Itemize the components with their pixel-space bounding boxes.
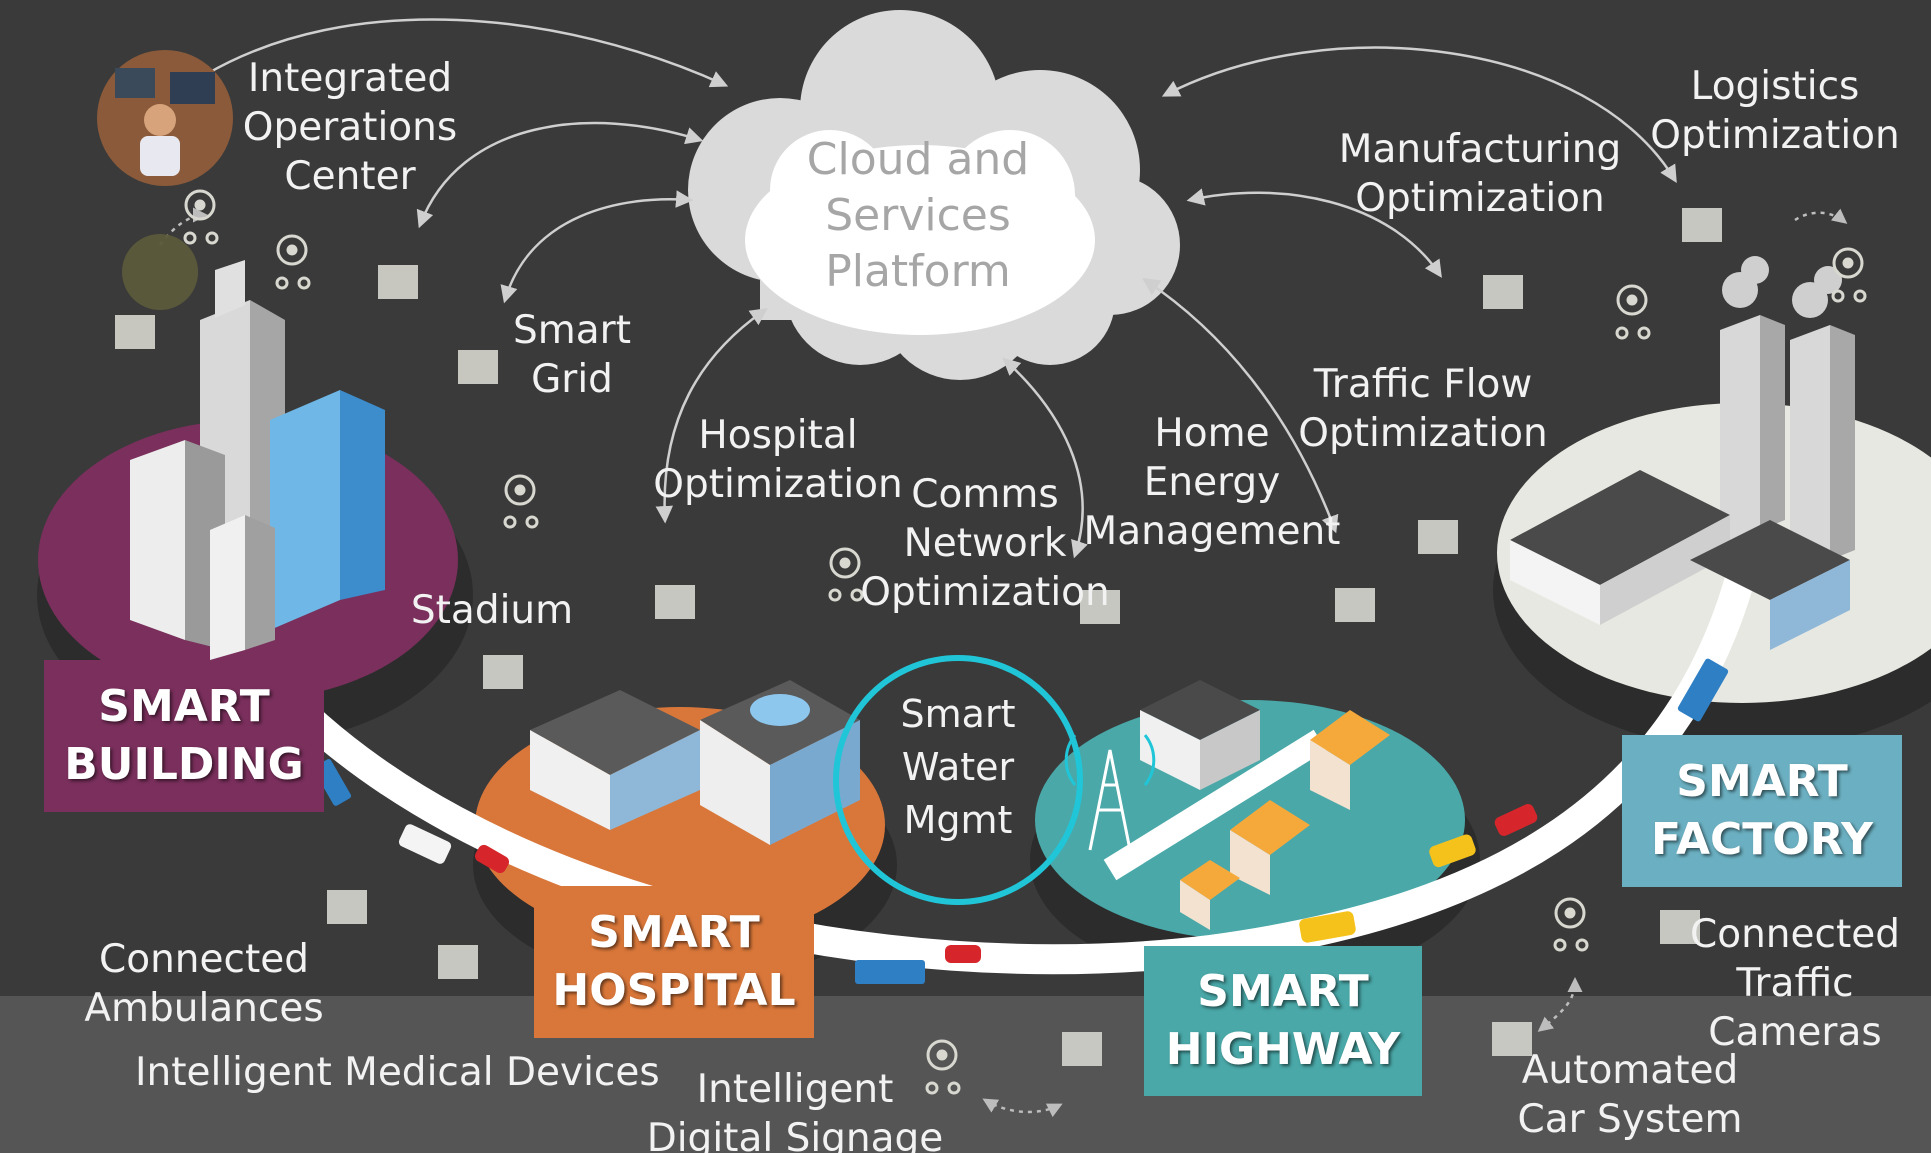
server-box-icon — [378, 265, 418, 299]
sensor-icon — [1553, 897, 1589, 952]
label-comms-opt: Comms Network Optimization — [860, 472, 1110, 615]
water-ring — [833, 655, 1083, 905]
server-box-icon — [1483, 275, 1523, 309]
sensor-icon — [1615, 284, 1651, 340]
device-pins — [115, 208, 1722, 1066]
server-box-icon — [1418, 520, 1458, 554]
label-medical-devices: Intelligent Medical Devices — [135, 1050, 660, 1095]
factory-buildings — [1510, 470, 1850, 650]
server-box-icon — [1682, 208, 1722, 242]
label-ambulances: Connected Ambulances — [84, 937, 324, 1031]
label-hospital-opt: Hospital Optimization — [653, 413, 903, 507]
sensor-icon — [925, 1039, 961, 1095]
cloud-platform-label: Cloud and Services Platform — [806, 134, 1030, 297]
server-box-icon — [1660, 910, 1700, 944]
server-box-icon — [115, 234, 199, 349]
hospital-buildings — [530, 680, 860, 845]
label-stadium: Stadium — [410, 588, 574, 633]
server-box-icon — [1062, 1032, 1102, 1066]
smokestack-icon — [1720, 256, 1855, 575]
server-box-icon — [327, 890, 367, 924]
operator-photo-icon — [97, 50, 233, 186]
sensor-pins — [183, 189, 1867, 1095]
label-ops-center: Integrated Operations Center — [242, 56, 458, 199]
label-smart-grid: Smart Grid — [513, 308, 631, 402]
label-digital-signage: Intelligent Digital Signage — [646, 1067, 944, 1153]
smart-hospital-box: SMART HOSPITAL — [534, 886, 814, 1038]
server-box-icon — [483, 655, 523, 689]
smart-building-box: SMART BUILDING — [44, 660, 324, 812]
smart-water-label: Smart Water Mgmt — [900, 692, 1016, 842]
device-link-arrows — [159, 207, 1848, 1118]
sensor-icon — [1831, 247, 1867, 303]
label-logistics-opt: Logistics Optimization — [1650, 64, 1900, 158]
smart-factory-box: SMART FACTORY — [1622, 735, 1902, 887]
server-box-icon — [438, 945, 478, 979]
server-box-icon — [1335, 588, 1375, 622]
server-box-icon — [458, 350, 498, 384]
server-box-icon — [1080, 590, 1120, 624]
sensor-icon — [275, 234, 311, 290]
label-traffic-cameras: Connected Traffic Cameras — [1689, 912, 1901, 1055]
label-home-energy: Home Energy Management — [1083, 411, 1341, 554]
connection-arrows — [204, 18, 1677, 559]
server-box-icon — [655, 585, 695, 619]
bottom-band — [0, 996, 1931, 1153]
sensor-icon — [503, 474, 539, 529]
label-car-system: Automated Car System — [1517, 1048, 1743, 1142]
highway-houses — [1140, 680, 1390, 930]
sensor-icon — [828, 547, 864, 602]
sensor-icon — [183, 189, 219, 245]
highway-ramp — [1103, 729, 1327, 881]
label-traffic-flow: Traffic Flow Optimization — [1298, 362, 1548, 456]
smart-highway-box: SMART HIGHWAY — [1144, 946, 1422, 1096]
car-icon — [474, 804, 1538, 963]
server-box-icon — [1492, 1022, 1532, 1056]
cloud-icon — [688, 10, 1180, 380]
label-manufacturing-opt: Manufacturing Optimization — [1338, 127, 1622, 221]
ambulance-icon — [398, 824, 452, 864]
office-towers — [130, 260, 385, 660]
